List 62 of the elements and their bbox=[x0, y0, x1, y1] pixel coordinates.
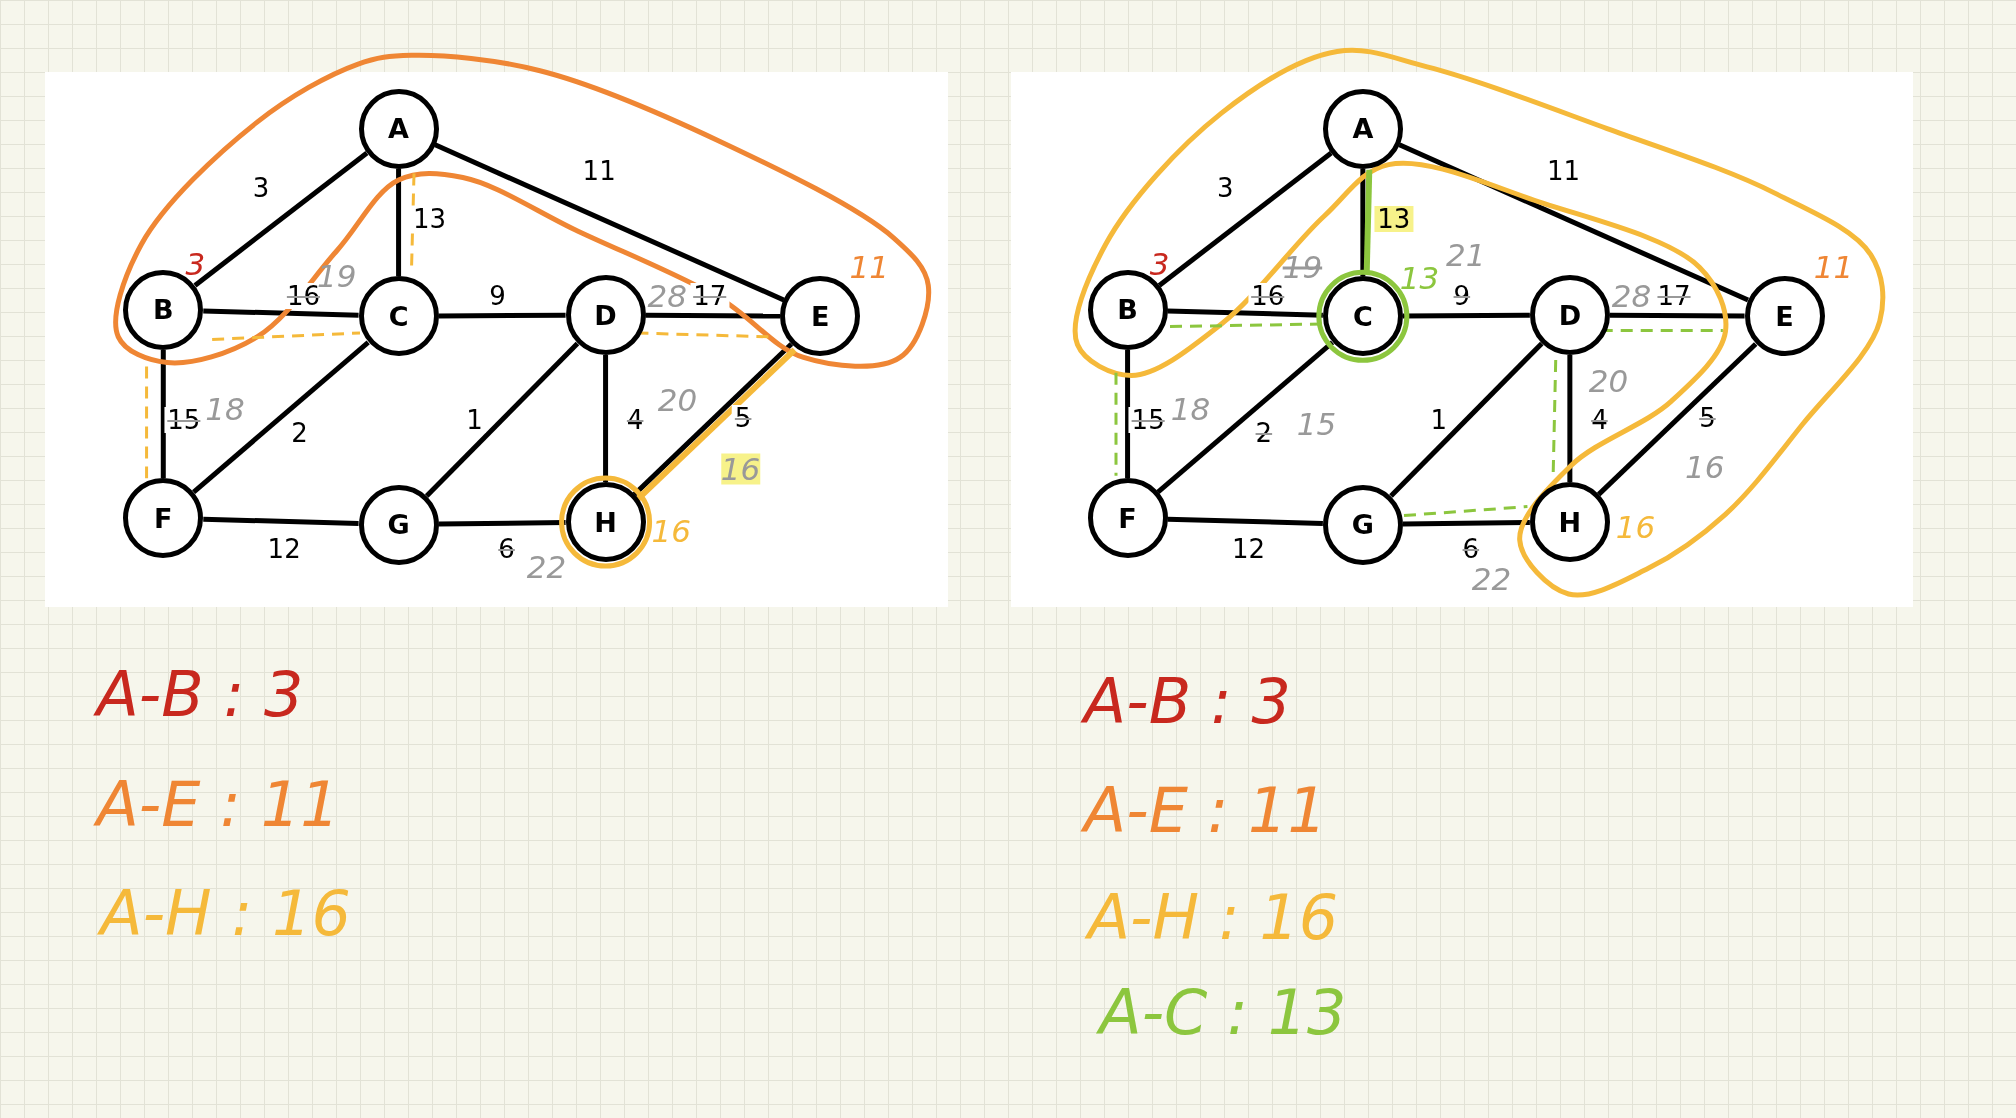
graph-edge bbox=[1389, 341, 1544, 498]
node-label: F bbox=[154, 502, 173, 534]
node-annotation: 16 bbox=[651, 515, 691, 547]
graph-edge bbox=[1167, 308, 1323, 318]
handwritten-number: 20 bbox=[657, 384, 698, 416]
node-label: G bbox=[1351, 509, 1374, 541]
handwritten-number: 20 bbox=[1588, 365, 1629, 397]
handwritten-number: 22 bbox=[1471, 563, 1512, 595]
node-annotation: 11 bbox=[1813, 251, 1854, 283]
node-annotation: 3 bbox=[185, 248, 206, 280]
graph-edge bbox=[1609, 312, 1745, 319]
graph-edge bbox=[203, 516, 359, 526]
graph-edge bbox=[160, 349, 166, 479]
node-annotation: 11 bbox=[849, 251, 889, 283]
node-label: B bbox=[153, 294, 174, 326]
graph-edge bbox=[1157, 151, 1333, 288]
handwritten-number: 16 bbox=[1685, 451, 1725, 483]
node-label: F bbox=[1118, 502, 1137, 534]
node-annotation: 16 bbox=[1615, 511, 1656, 543]
handwritten-number: 15 bbox=[1296, 408, 1337, 440]
graph-edge bbox=[1167, 516, 1323, 526]
graph-edge bbox=[1360, 168, 1366, 277]
graph-edge bbox=[424, 341, 580, 498]
handwritten-number: 28 bbox=[1611, 280, 1652, 312]
graph-edge bbox=[192, 340, 370, 494]
graph-edge bbox=[1402, 520, 1530, 527]
node-label: A bbox=[388, 113, 409, 145]
graph-edge bbox=[1156, 340, 1335, 494]
handwritten-number: 18 bbox=[1170, 393, 1211, 425]
node-label: H bbox=[594, 506, 617, 538]
node-label: D bbox=[1558, 299, 1582, 331]
graph-edge bbox=[396, 168, 402, 277]
graph-edge bbox=[203, 308, 359, 318]
graph-edge bbox=[193, 151, 369, 288]
graph-edge bbox=[434, 142, 785, 303]
graph-edge bbox=[1597, 342, 1758, 497]
node-label: C bbox=[388, 300, 409, 332]
graph-edge bbox=[1402, 312, 1530, 319]
graph-edge bbox=[438, 520, 566, 527]
node-label: G bbox=[387, 509, 410, 541]
handwritten-number: 19 bbox=[1282, 251, 1323, 283]
node-label: D bbox=[594, 299, 617, 331]
node-label: H bbox=[1558, 506, 1582, 538]
handwritten-number: 22 bbox=[526, 551, 567, 583]
graph-edge bbox=[1567, 355, 1573, 482]
node-label: B bbox=[1117, 294, 1138, 326]
edge-label: 13 bbox=[1374, 205, 1414, 232]
node-annotation: 3 bbox=[1149, 248, 1170, 280]
graph-edge bbox=[645, 312, 781, 319]
handwritten-number: 21 bbox=[1446, 239, 1486, 271]
handwritten-number: 18 bbox=[205, 393, 245, 425]
node-label: A bbox=[1352, 113, 1374, 145]
handwritten-number: 16 bbox=[720, 453, 761, 485]
graph-edge bbox=[1125, 349, 1131, 479]
graph-edge bbox=[438, 312, 566, 319]
node-label: E bbox=[811, 300, 830, 332]
node-label: C bbox=[1352, 300, 1373, 332]
node-label: E bbox=[1775, 300, 1794, 332]
node-annotation: 13 bbox=[1399, 262, 1440, 294]
graph-edge bbox=[603, 355, 609, 482]
graph-edge bbox=[1398, 142, 1750, 303]
handwritten-number: 28 bbox=[647, 280, 687, 312]
